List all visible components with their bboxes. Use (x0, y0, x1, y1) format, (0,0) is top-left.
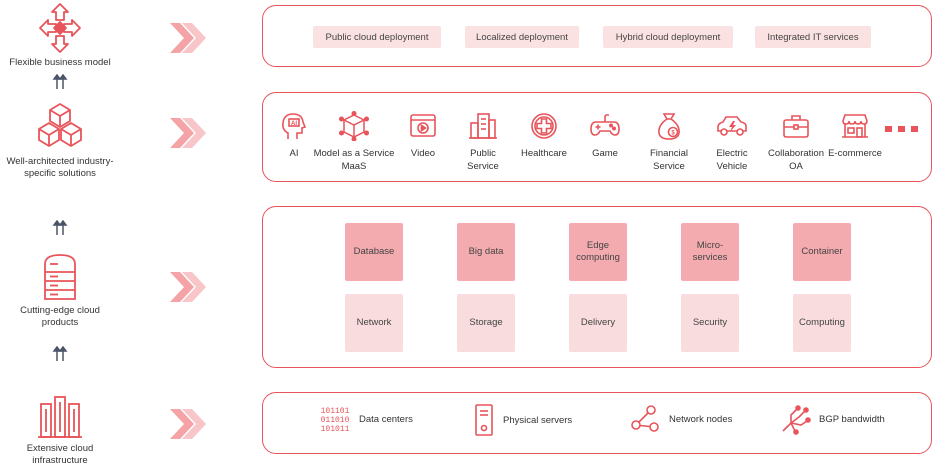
electric-car-icon (717, 116, 747, 136)
up-arrows-1 (0, 74, 120, 95)
medical-cross-icon (531, 113, 557, 139)
left-label-business-model: Flexible business model (9, 57, 111, 68)
ai-head-icon: AI (282, 113, 307, 139)
solution-label-public-service: Public Service (467, 148, 499, 172)
infra-data-centers: 101101 011010 101011 Data centers (319, 403, 413, 435)
pill-localized: Localized deployment (465, 26, 579, 48)
product-network: Network (345, 294, 403, 352)
product-security: Security (681, 294, 739, 352)
video-play-icon (410, 114, 436, 137)
solution-ai: AI AI (257, 111, 331, 160)
money-bag-icon: $ (658, 113, 680, 140)
cube-network-icon (339, 111, 369, 141)
solution-label-video: Video (410, 148, 436, 159)
solution-label-ecommerce: E-commerce (828, 148, 882, 159)
solution-game: Game (568, 111, 642, 160)
left-label-solutions: Well-architected industry- specific solu… (6, 156, 114, 179)
pill-integrated-it: Integrated IT services (755, 26, 871, 48)
chevron-right-icon (170, 409, 206, 439)
pill-public-cloud: Public cloud deployment (313, 26, 441, 48)
double-up-arrow-icon (52, 74, 68, 89)
server-tower-icon (475, 404, 493, 436)
solution-label-collaboration: Collaboration OA (768, 148, 824, 172)
infra-label-bgp-bandwidth: BGP bandwidth (819, 413, 885, 425)
cubes-icon (38, 103, 82, 147)
solution-financial: $ Financial Service (632, 111, 706, 173)
network-nodes-icon (631, 405, 659, 432)
binary-line-1: 101101 (321, 407, 350, 416)
solution-label-financial: Financial Service (649, 148, 689, 172)
solution-maas: Model as a Service MaaS (314, 111, 394, 173)
binary-line-2: 011010 (321, 416, 350, 425)
left-label-infrastructure: Extensive cloud infrastructure (26, 443, 94, 466)
product-edge-computing: Edge computing (569, 223, 627, 281)
solution-public-service: Public Service (445, 111, 521, 173)
storefront-icon (842, 114, 868, 138)
chevron-right-icon (170, 23, 206, 53)
product-delivery: Delivery (569, 294, 627, 352)
infra-label-data-centers: Data centers (359, 413, 413, 425)
solutions-panel: AI AI Model as a Service MaaS Video Publ… (262, 92, 932, 182)
products-panel: Database Big data Edge computing Micro- … (262, 206, 932, 368)
left-label-products: Cutting-edge cloud products (20, 305, 100, 328)
more-dots-icon (885, 126, 918, 132)
gamepad-icon (590, 114, 620, 136)
solution-label-maas: Model as a Service MaaS (313, 148, 395, 172)
left-item-business-model: Flexible business model (0, 2, 120, 69)
product-microservices: Micro- services (681, 223, 739, 281)
infra-network-nodes: Network nodes (629, 403, 732, 435)
chevron-right-icon (170, 272, 206, 302)
product-container: Container (793, 223, 851, 281)
solution-video: Video (387, 111, 459, 160)
svg-text:$: $ (671, 131, 675, 137)
bandwidth-circuit-icon (782, 405, 811, 435)
business-model-panel: Public cloud deployment Localized deploy… (262, 5, 932, 67)
solution-label-game: Game (592, 148, 618, 159)
solution-label-ai: AI (289, 148, 299, 159)
product-storage: Storage (457, 294, 515, 352)
up-arrows-2 (0, 220, 120, 241)
infra-bgp-bandwidth: BGP bandwidth (779, 403, 885, 435)
binary-line-3: 101011 (321, 425, 350, 434)
up-arrows-3 (0, 346, 120, 367)
left-item-infrastructure: Extensive cloud infrastructure (0, 394, 120, 467)
briefcase-icon (783, 115, 809, 138)
chevron-right-icon (170, 118, 206, 148)
product-computing: Computing (793, 294, 851, 352)
city-building-icon (469, 113, 497, 139)
double-up-arrow-icon (52, 220, 68, 235)
buildings-icon (38, 396, 82, 438)
solution-ev: Electric Vehicle (695, 111, 769, 173)
infra-label-network-nodes: Network nodes (669, 413, 733, 425)
arrows-converge-icon (39, 3, 81, 53)
binary-code-icon: 101101 011010 101011 (321, 407, 350, 434)
product-database: Database (345, 223, 403, 281)
double-up-arrow-icon (52, 346, 68, 361)
left-item-solutions: Well-architected industry- specific solu… (0, 101, 120, 180)
pill-hybrid-cloud: Hybrid cloud deployment (603, 26, 733, 48)
solution-label-healthcare: Healthcare (521, 148, 567, 159)
server-stack-icon (44, 254, 76, 300)
product-big-data: Big data (457, 223, 515, 281)
infra-label-physical-servers: Physical servers (503, 414, 573, 426)
svg-text:AI: AI (291, 121, 297, 127)
solution-ecommerce: E-commerce (818, 111, 892, 160)
left-item-products: Cutting-edge cloud products (0, 252, 120, 329)
infra-physical-servers: Physical servers (473, 403, 572, 437)
solution-collaboration: Collaboration OA (758, 111, 834, 173)
solution-healthcare: Healthcare (507, 111, 581, 160)
infrastructure-panel: 101101 011010 101011 Data centers Physic… (262, 392, 932, 454)
solution-label-ev: Electric Vehicle (716, 148, 748, 172)
